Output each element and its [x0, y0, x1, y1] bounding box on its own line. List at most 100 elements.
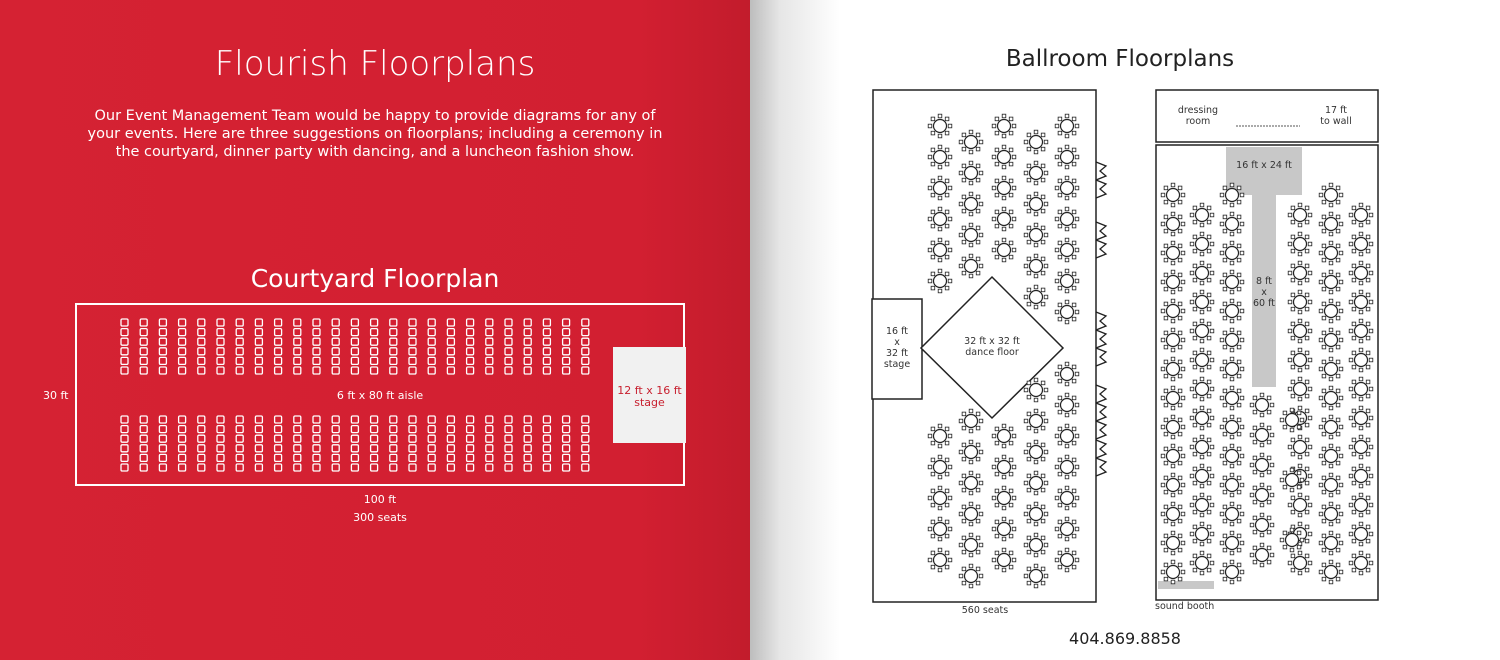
- dressing-line2: room: [1185, 116, 1211, 127]
- chair: [485, 434, 494, 443]
- chair: [216, 424, 225, 434]
- chair: [427, 337, 436, 346]
- chair: [293, 424, 302, 434]
- plan-a-tables: [927, 113, 1080, 589]
- chair: [369, 327, 379, 337]
- round-table: [991, 206, 1017, 232]
- chair: [581, 347, 590, 356]
- chair: [158, 453, 168, 463]
- chair: [197, 453, 206, 463]
- chair: [216, 337, 225, 346]
- round-table: [1160, 501, 1186, 527]
- courtyard-length-label: 100 ft: [363, 493, 397, 506]
- chair: [542, 347, 552, 356]
- round-table: [1318, 298, 1344, 324]
- round-table: [1287, 550, 1313, 576]
- round-table: [1287, 492, 1313, 518]
- round-table: [1348, 550, 1374, 576]
- plan-b-room: [1155, 144, 1379, 601]
- chair: [427, 366, 436, 375]
- round-table: [1160, 182, 1186, 208]
- round-table: [1054, 144, 1080, 170]
- chair: [158, 434, 168, 443]
- chair: [120, 463, 129, 472]
- chair: [235, 463, 244, 472]
- chair: [523, 453, 532, 463]
- chair: [139, 366, 148, 375]
- chair: [235, 337, 244, 346]
- chair: [581, 356, 590, 366]
- aisle-label: 6 ft x 80 ft aisle: [336, 389, 424, 402]
- chair: [139, 337, 148, 346]
- chair: [389, 366, 398, 375]
- chair: [254, 327, 264, 337]
- chair: [427, 347, 436, 356]
- round-table: [1023, 563, 1049, 589]
- round-table: [1219, 472, 1245, 498]
- chair: [197, 327, 206, 337]
- round-table: [1160, 530, 1186, 556]
- chair: [158, 366, 168, 375]
- chair: [120, 327, 129, 337]
- chair: [273, 366, 283, 375]
- chair: [139, 424, 148, 434]
- chair: [120, 337, 129, 346]
- chair: [504, 356, 513, 366]
- chair: [523, 347, 532, 356]
- chair: [216, 347, 225, 356]
- chair: [273, 434, 283, 443]
- chair: [312, 327, 321, 337]
- stage-word-label: stage: [634, 396, 665, 409]
- chair: [542, 356, 552, 366]
- chair: [504, 347, 513, 356]
- chair: [254, 337, 264, 346]
- chair: [293, 318, 302, 327]
- stage-a-line4: stage: [883, 359, 911, 370]
- plan-b-tables: [1160, 182, 1374, 585]
- chair: [561, 415, 571, 424]
- chair: [254, 347, 264, 356]
- chair: [446, 327, 456, 337]
- chair: [235, 434, 244, 443]
- chair: [350, 463, 360, 472]
- chair: [197, 463, 206, 472]
- chair: [485, 318, 494, 327]
- chair: [542, 366, 552, 375]
- chair: [581, 327, 590, 337]
- chair: [197, 434, 206, 443]
- chair: [350, 434, 360, 443]
- chair: [177, 424, 187, 434]
- chair: [158, 318, 168, 327]
- chair: [350, 356, 360, 366]
- chair: [177, 415, 187, 424]
- round-table: [1219, 414, 1245, 440]
- chair: [427, 327, 436, 337]
- chair: [273, 424, 283, 434]
- chair: [389, 463, 398, 472]
- chair: [446, 415, 456, 424]
- chair: [254, 356, 264, 366]
- plan-a-seats-label: 560 seats: [961, 605, 1009, 616]
- chair: [331, 347, 340, 356]
- chair: [542, 415, 552, 424]
- round-table: [1054, 299, 1080, 325]
- chair: [216, 444, 225, 453]
- chair: [446, 444, 456, 453]
- chair: [312, 318, 321, 327]
- chair: [504, 453, 513, 463]
- chair: [158, 444, 168, 453]
- chair: [523, 424, 532, 434]
- chair: [177, 434, 187, 443]
- stage-a-line1: 16 ft: [885, 326, 908, 337]
- chair: [216, 415, 225, 424]
- round-table: [1189, 405, 1215, 431]
- chair: [369, 434, 379, 443]
- round-table: [1249, 482, 1275, 508]
- chair: [350, 444, 360, 453]
- chair: [216, 356, 225, 366]
- chair: [561, 366, 571, 375]
- round-table: [1160, 385, 1186, 411]
- round-table: [1054, 361, 1080, 387]
- chair: [293, 415, 302, 424]
- chair: [446, 434, 456, 443]
